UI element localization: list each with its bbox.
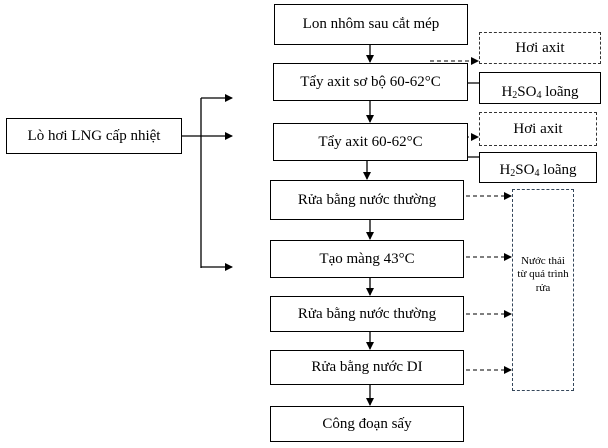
process-step-2: Tẩy axit sơ bộ 60-62°C (273, 63, 468, 101)
dilute-acid-label: H2SO4 loãng (499, 162, 577, 179)
process-step-6: Rửa bằng nước thường (270, 296, 464, 332)
process-step-label: Rửa bằng nước DI (311, 359, 423, 376)
process-step-3: Tẩy axit 60-62°C (273, 123, 468, 161)
dilute-acid-label: H2SO4 loãng (501, 83, 579, 101)
process-step-8: Công đoạn sấy (270, 406, 464, 442)
heat-source-label: Lò hơi LNG cấp nhiệt (27, 127, 161, 144)
dilute-acid-box-1: H2SO4 loãng (479, 72, 601, 104)
acid-vapour-box-1: Hơi axit (479, 32, 601, 64)
process-step-label: Rửa bằng nước thường (297, 191, 437, 208)
process-step-label: Tẩy axit sơ bộ 60-62°C (300, 73, 441, 90)
waste-water-label: Nước thải từ quá trình rửa (517, 255, 569, 294)
process-step-7: Rửa bằng nước DI (270, 350, 464, 385)
process-step-label: Rửa bằng nước thường (297, 305, 437, 322)
process-step-label: Tẩy axit 60-62°C (318, 133, 423, 150)
acid-vapour-label: Hơi axit (513, 120, 563, 137)
process-step-label: Tạo màng 43°C (319, 250, 415, 267)
process-step-1: Lon nhôm sau cắt mép (274, 4, 468, 45)
process-step-label: Lon nhôm sau cắt mép (302, 16, 440, 33)
heat-source-box: Lò hơi LNG cấp nhiệt (6, 118, 182, 154)
process-step-4: Rửa bằng nước thường (270, 180, 464, 220)
acid-vapour-label: Hơi axit (515, 39, 565, 56)
process-step-5: Tạo màng 43°C (270, 240, 464, 278)
waste-water-box: Nước thải từ quá trình rửa (512, 189, 574, 391)
acid-vapour-box-2: Hơi axit (479, 112, 597, 146)
process-step-label: Công đoạn sấy (322, 415, 412, 432)
dilute-acid-box-2: H2SO4 loãng (479, 152, 597, 183)
